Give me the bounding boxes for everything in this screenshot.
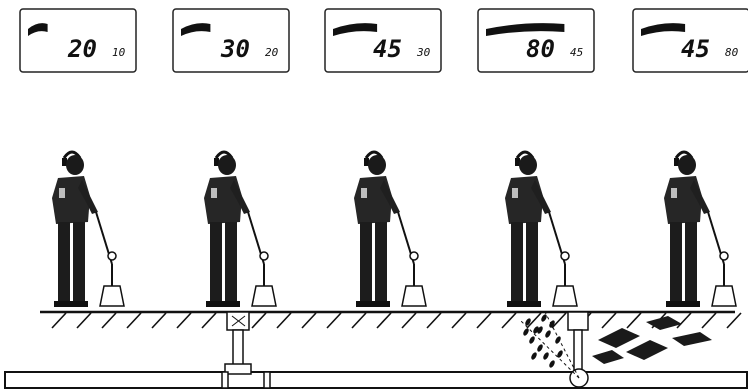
current-value: 20 (67, 35, 97, 63)
meter-frame (19, 8, 137, 73)
current-value: 30 (220, 35, 250, 63)
level-bar (28, 23, 48, 36)
level-bar (333, 23, 378, 36)
ground-surface (40, 310, 742, 329)
meter-panel: 45 80 (632, 8, 748, 73)
operator-figure (352, 150, 428, 309)
operators (50, 150, 738, 309)
previous-value: 45 (570, 46, 583, 59)
level-bar (181, 23, 211, 36)
operator-figure (662, 150, 738, 309)
previous-value: 30 (416, 46, 431, 59)
previous-value: 80 (725, 46, 739, 59)
valve-icon (221, 311, 271, 389)
operator-figure (202, 150, 278, 309)
meter-panel: 80 45 (477, 8, 595, 73)
level-bar (641, 23, 686, 36)
previous-value: 20 (265, 46, 279, 59)
water-pipe (4, 371, 748, 389)
current-value: 45 (373, 35, 402, 63)
brick-rubble-icon (592, 316, 712, 364)
operator-figure (50, 150, 126, 309)
current-value: 80 (526, 35, 555, 63)
meter-frame (477, 8, 595, 73)
previous-value: 10 (112, 46, 126, 59)
meter-panel: 30 20 (172, 8, 290, 73)
level-bar (486, 23, 565, 36)
meter-panel: 45 30 (324, 8, 442, 73)
current-value: 45 (681, 35, 710, 63)
operator-figure (503, 150, 579, 309)
water-leak-icon (519, 311, 589, 388)
